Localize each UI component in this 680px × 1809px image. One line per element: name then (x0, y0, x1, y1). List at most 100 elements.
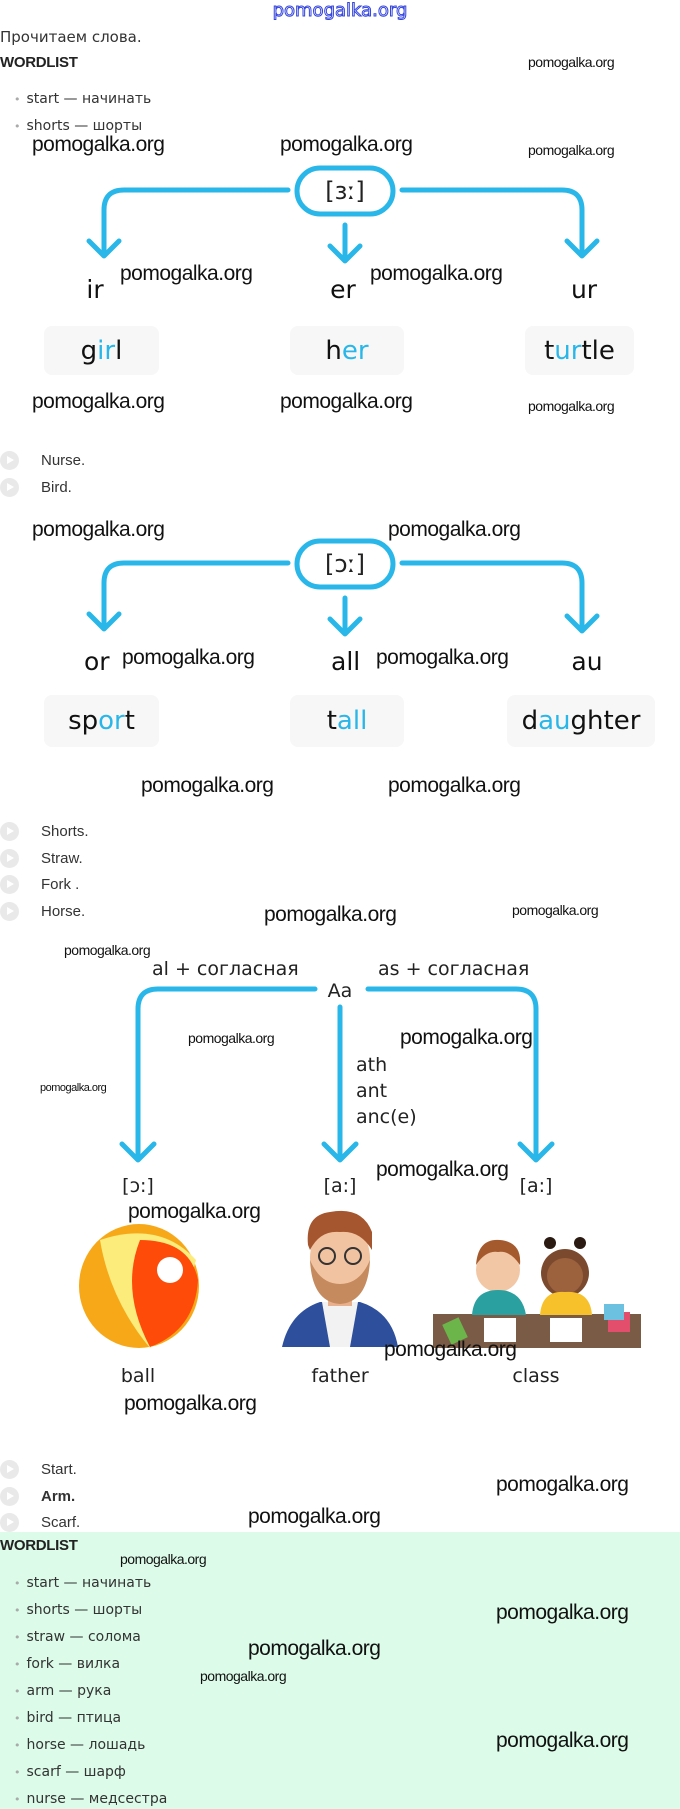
arrow-down-icon (517, 1141, 555, 1163)
watermark: pomogalka.org (496, 1729, 629, 1752)
wordlist-item: shorts — шорты (14, 1602, 143, 1618)
arrow-down-icon (321, 1141, 359, 1163)
watermark: pomogalka.org (124, 1392, 257, 1415)
middle-rule: ath (356, 1054, 387, 1076)
wordlist-item: horse — лошадь (14, 1737, 146, 1753)
right-rule: as + согласная (378, 958, 529, 980)
watermark: pomogalka.org (388, 518, 521, 541)
left-rule: al + согласная (152, 958, 299, 980)
audio-item[interactable]: Start. (0, 1458, 77, 1480)
watermark: pomogalka.org (496, 1601, 629, 1624)
audio-label: Start. (41, 1460, 77, 1478)
spelling-label: ur (571, 275, 598, 304)
sound-pill (294, 165, 396, 217)
sound-label: [ɔ:] (122, 1175, 154, 1197)
audio-item[interactable]: Nurse. (0, 449, 85, 471)
arrow-down-icon (564, 613, 600, 634)
watermark: pomogalka.org (40, 1082, 107, 1094)
arrow-down-icon (327, 243, 363, 264)
site-watermark-header[interactable]: pomogalka.org (272, 0, 408, 22)
arrow-down-icon (564, 238, 600, 259)
watermark: pomogalka.org (264, 903, 397, 926)
spelling-label: er (330, 275, 356, 304)
spelling-label: or (84, 647, 110, 676)
wordlist-item: start — начинать (14, 1575, 152, 1591)
right-connector (399, 187, 585, 256)
watermark: pomogalka.org (384, 1338, 517, 1361)
watermark: pomogalka.org (32, 518, 165, 541)
audio-item[interactable]: Straw. (0, 847, 83, 869)
watermark: pomogalka.org (376, 646, 509, 669)
audio-label: Straw. (41, 849, 83, 867)
word-label: father (311, 1365, 369, 1387)
audio-item[interactable]: Fork . (0, 873, 79, 895)
sound-label: [ɜː] (325, 177, 365, 205)
wordlist-item: fork — вилка (14, 1656, 121, 1672)
play-icon[interactable] (0, 477, 19, 497)
sound-label: [a:] (520, 1175, 553, 1197)
middle-rule: ant (356, 1080, 387, 1102)
audio-item[interactable]: Scarf. (0, 1511, 80, 1533)
audio-item[interactable]: Bird. (0, 476, 72, 498)
audio-label: Arm. (41, 1487, 76, 1505)
audio-label: Bird. (41, 478, 72, 496)
audio-item[interactable]: Arm. (0, 1485, 75, 1507)
word-label: ball (121, 1365, 155, 1387)
root-letter: Aa (328, 980, 353, 1002)
wordlist-title: WORDLIST (0, 54, 78, 71)
arrow-down-icon (86, 238, 122, 259)
audio-label: Shorts. (41, 822, 89, 840)
watermark: pomogalka.org (141, 774, 274, 797)
wordlist-item: scarf — шарф (14, 1764, 126, 1780)
watermark: pomogalka.org (120, 1551, 207, 1567)
watermark: pomogalka.org (376, 1158, 509, 1181)
sound-label: [ɔː] (325, 550, 365, 578)
watermark: pomogalka.org (122, 646, 255, 669)
watermark: pomogalka.org (128, 1200, 261, 1223)
play-icon[interactable] (0, 450, 19, 470)
watermark: pomogalka.org (32, 133, 165, 156)
audio-item[interactable]: Shorts. (0, 820, 89, 842)
wordlist-title: WORDLIST (0, 1537, 78, 1554)
diagram-arrows: [ɜː] ir er ur (86, 165, 600, 304)
wordlist-item: shorts — шорты (14, 118, 143, 133)
audio-label: Horse. (41, 902, 86, 920)
wordlist-item: nurse — медсестра (14, 1791, 168, 1807)
diagram-arrows: [ɔː] or all au (84, 538, 603, 676)
play-icon[interactable] (0, 1486, 19, 1506)
play-icon[interactable] (0, 848, 19, 868)
audio-label: Scarf. (41, 1513, 81, 1531)
father-illustration (282, 1210, 398, 1347)
watermark: pomogalka.org (512, 902, 599, 918)
sound-pill (294, 538, 396, 590)
watermark: pomogalka.org (280, 390, 413, 413)
watermark: pomogalka.org (32, 390, 165, 413)
watermark: pomogalka.org (496, 1473, 629, 1496)
wordlist-item: bird — птица (14, 1710, 122, 1726)
play-icon[interactable] (0, 1459, 19, 1479)
watermark: pomogalka.org (120, 262, 253, 285)
audio-item[interactable]: Horse. (0, 900, 85, 922)
watermark: pomogalka.org (248, 1637, 381, 1660)
wordlist-item: start — начинать (14, 91, 152, 107)
play-icon[interactable] (0, 901, 19, 921)
play-icon[interactable] (0, 821, 19, 841)
watermark: pomogalka.org (388, 774, 521, 797)
watermark: pomogalka.org (200, 1668, 287, 1684)
arrow-down-icon (86, 611, 122, 632)
diagram-arrows: Aa al + согласная as + согласная ath ant… (79, 958, 641, 1387)
play-icon[interactable] (0, 874, 19, 894)
word-label: class (512, 1365, 559, 1387)
watermark: pomogalka.org (528, 142, 615, 158)
play-icon[interactable] (0, 1512, 19, 1532)
class-illustration (433, 1237, 641, 1348)
wordlist-item: straw — солома (14, 1629, 141, 1645)
audio-label: Fork . (41, 875, 80, 893)
diagram-letter-a: Aa al + согласная as + согласная ath ant… (0, 940, 680, 1400)
